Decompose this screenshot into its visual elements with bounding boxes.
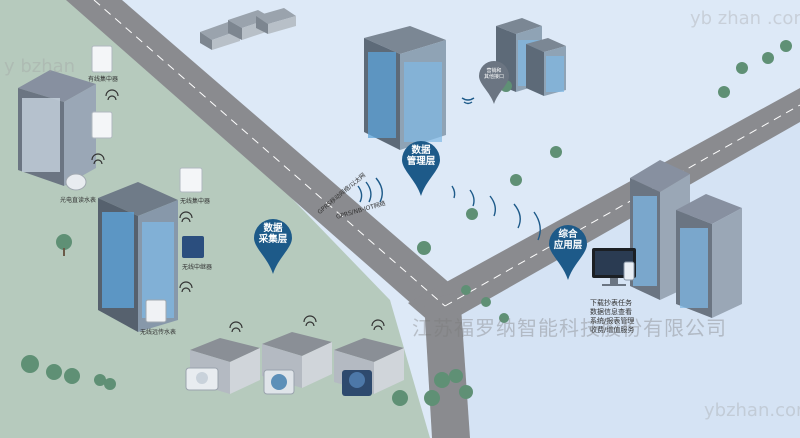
location-pins xyxy=(254,61,587,280)
layer-marketing-interface: 营销和其他接口 xyxy=(483,68,504,80)
collection-devices xyxy=(65,45,204,323)
pin-application xyxy=(549,225,587,280)
label-wireless-concentrator: 无线集中器 xyxy=(180,198,211,205)
residential-building-left xyxy=(18,70,96,186)
small-buildings-top xyxy=(200,8,296,50)
meter-devices-bottom xyxy=(185,367,372,396)
buildings-top-right xyxy=(496,18,566,96)
site-watermark-left: y bzhan xyxy=(4,56,76,77)
application-buildings xyxy=(630,160,742,318)
site-watermark-bottom: ybzhan.com xyxy=(704,400,800,421)
pump-houses xyxy=(190,332,404,394)
monitor-terminal xyxy=(592,248,636,286)
company-watermark: 江苏福罗纳智能科技股份有限公司 xyxy=(412,316,727,340)
service-list: 下载抄表任务 数据信息查看 系统/报表管理 收费/增值服务 xyxy=(590,299,634,335)
signal-waves xyxy=(357,97,541,241)
label-wireless-remote-meter: 无线远传水表 xyxy=(140,329,177,336)
service-item: 收费/增值服务 xyxy=(590,326,635,334)
pin-marketing xyxy=(479,61,509,104)
layer-data-management: 数据管理层 xyxy=(406,145,436,167)
service-item: 系统/报表管理 xyxy=(590,317,635,325)
service-item: 数据信息查看 xyxy=(590,308,632,316)
label-wireless-repeater: 无线中继器 xyxy=(182,264,213,271)
residential-building-center xyxy=(98,182,178,332)
road-diagonal xyxy=(66,0,460,320)
pin-management xyxy=(402,141,440,196)
label-wired-concentrator: 有线集中器 xyxy=(88,76,119,83)
wifi-icons xyxy=(91,89,385,333)
site-watermark-top: yb zhan .com xyxy=(690,8,800,29)
pin-collection xyxy=(254,219,292,274)
layer-integrated-application: 综合应用层 xyxy=(553,229,583,251)
label-photoelectric-meter: 光电直读水表 xyxy=(60,197,97,204)
service-item: 下载抄表任务 xyxy=(590,299,632,307)
layer-data-collection: 数据采集层 xyxy=(258,223,288,245)
management-building xyxy=(364,26,446,150)
road-right xyxy=(408,88,800,322)
residential-zone xyxy=(0,0,430,438)
